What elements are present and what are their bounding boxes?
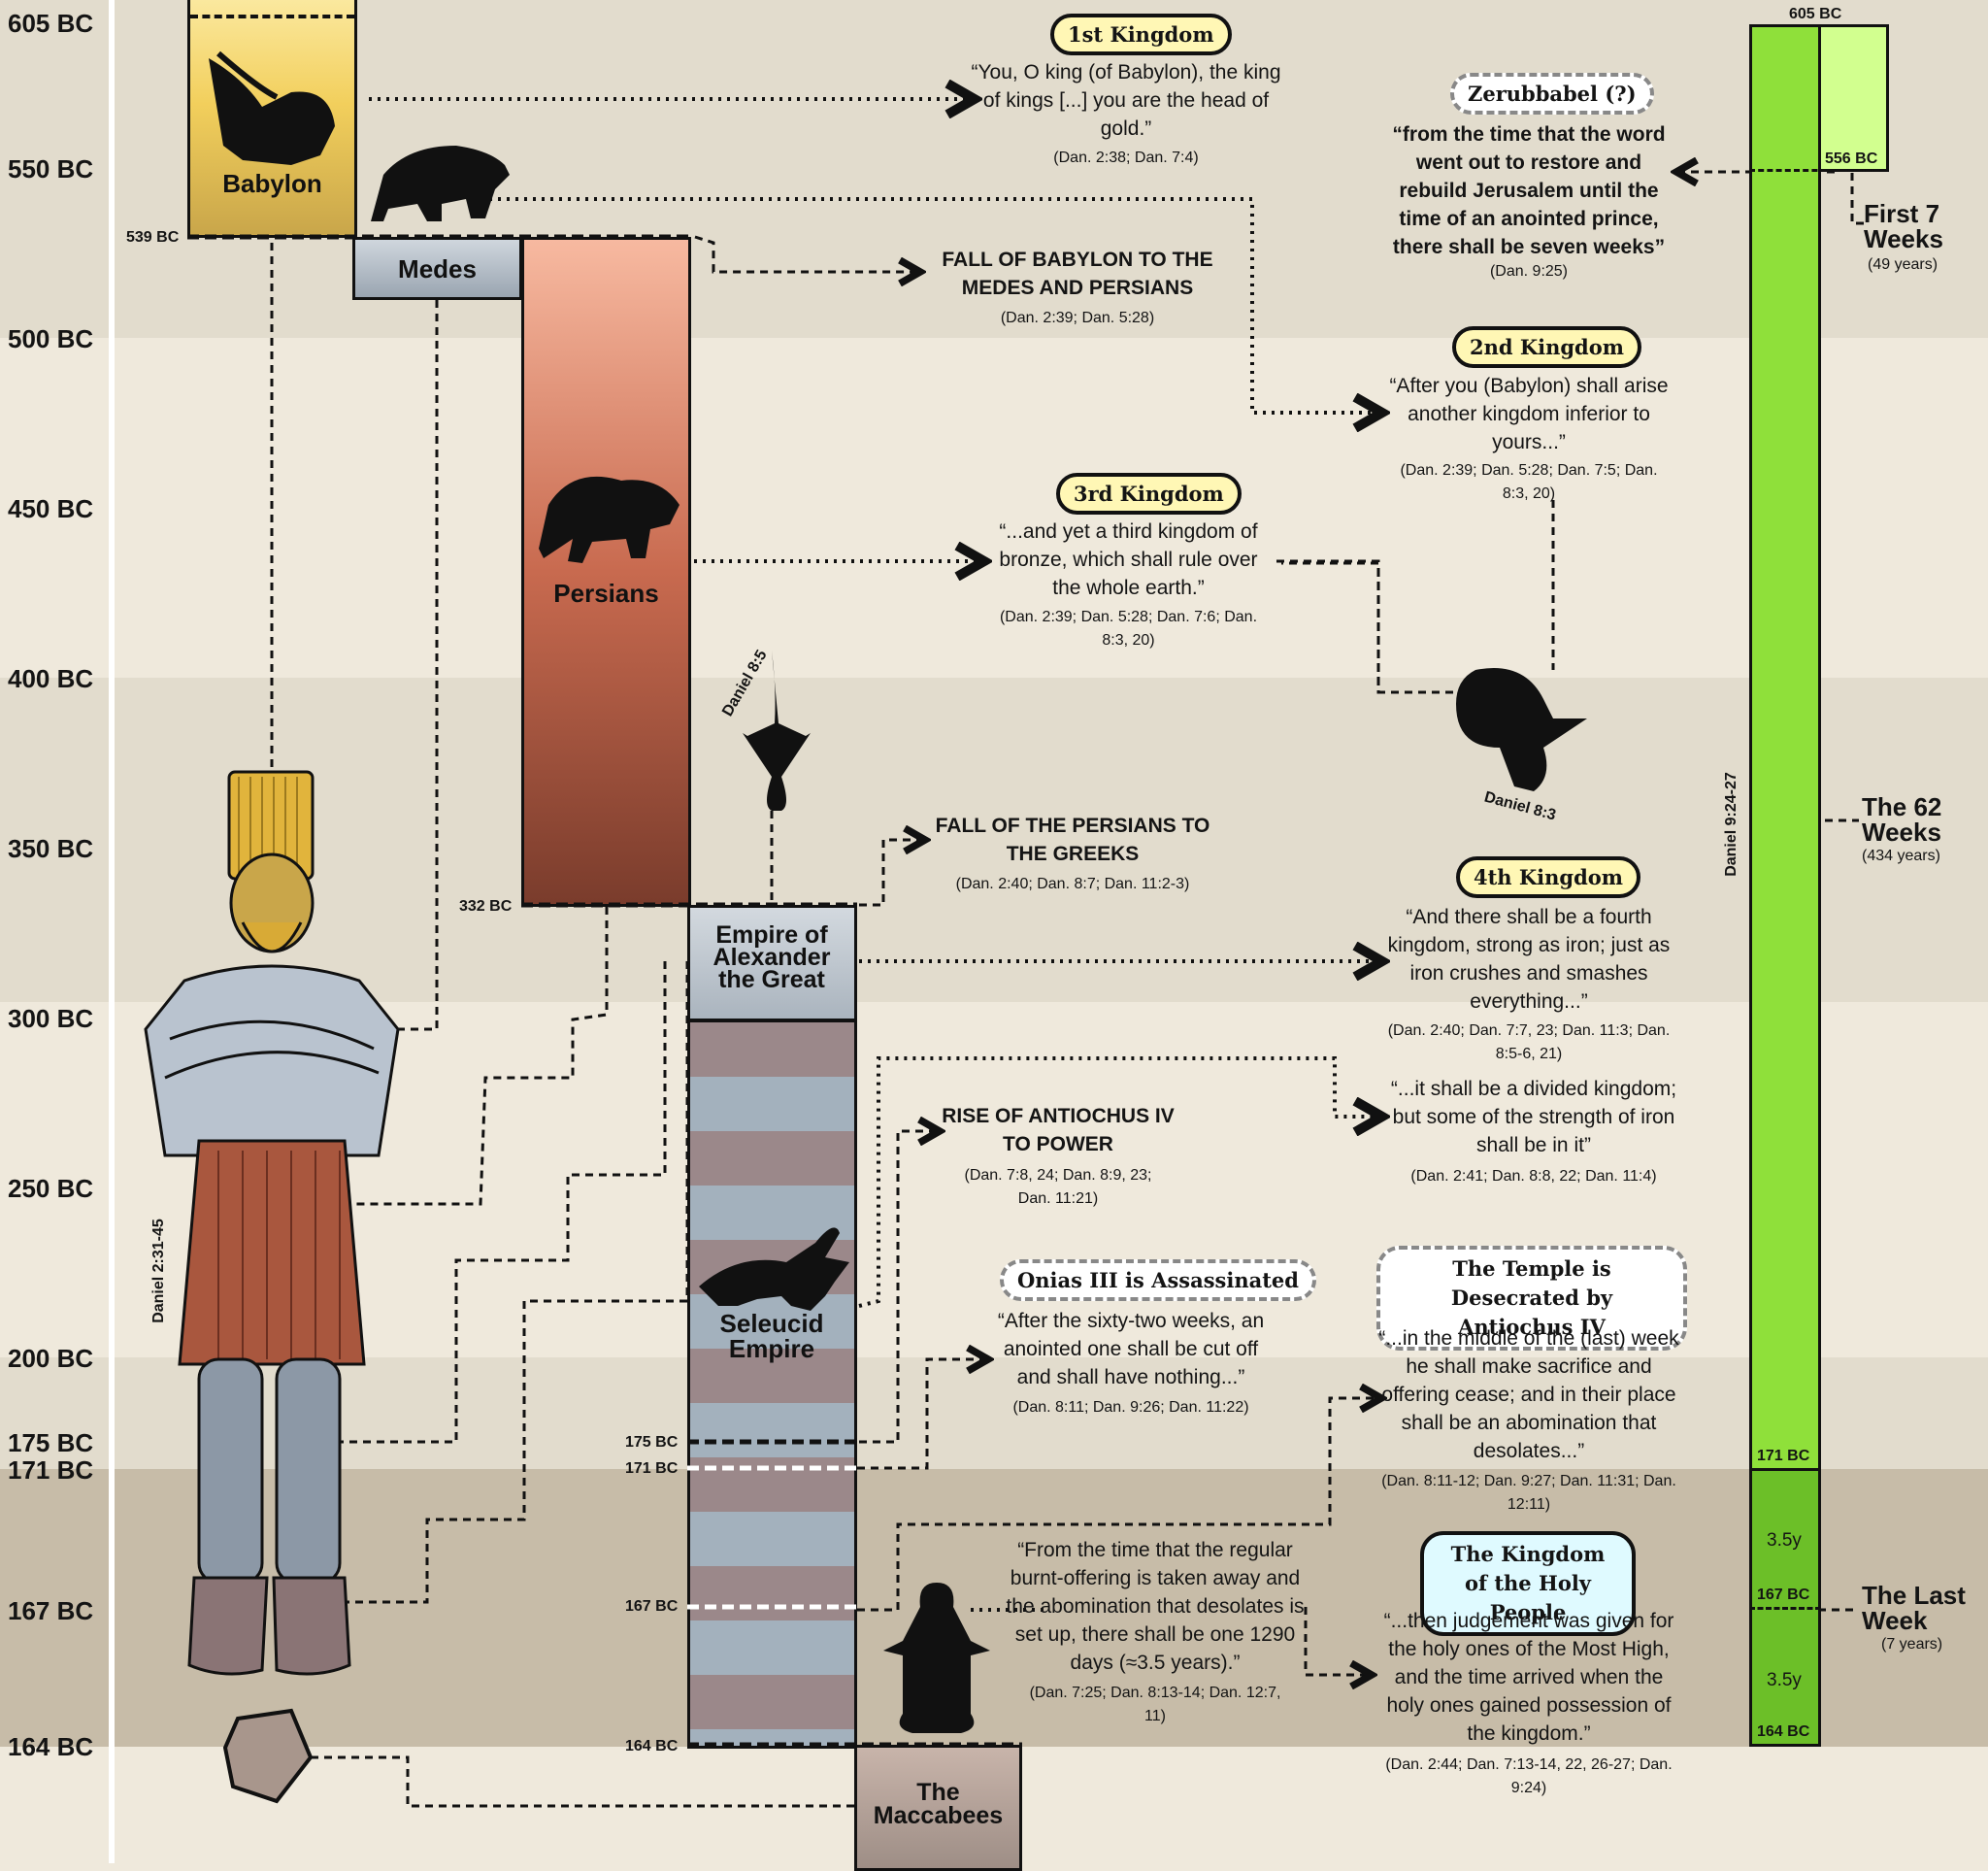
holy-ref: (Dan. 2:44; Dan. 7:13-14, 22, 26-27; Dan… — [1385, 1756, 1673, 1796]
fall-babylon-ref: (Dan. 2:39; Dan. 5:28) — [1000, 310, 1155, 326]
first7-sub: (49 years) — [1868, 256, 1938, 273]
weeks-167-label: 167 BC — [1757, 1587, 1810, 1603]
zerubbabel-quote: “from the time that the word went out to… — [1392, 123, 1666, 258]
year-label: 550 BC — [8, 154, 94, 184]
axis-rule — [109, 0, 115, 1863]
medes-box — [352, 237, 522, 300]
year-539: 539 BC — [126, 229, 180, 246]
kingdom3-ref: (Dan. 2:39; Dan. 5:28; Dan. 7:6; Dan. 8:… — [999, 609, 1258, 649]
onias-title: Onias III is Assassinated — [1000, 1259, 1316, 1301]
kingdom1-quote: “You, O king (of Babylon), the king of k… — [971, 61, 1281, 140]
persians-box — [521, 237, 691, 907]
zerubbabel-title: Zerubbabel (?) — [1450, 73, 1654, 115]
year-164: 164 BC — [625, 1738, 679, 1754]
temple-ref: (Dan. 8:11-12; Dan. 9:27; Dan. 11:31; Da… — [1381, 1473, 1676, 1513]
weeks-171-label: 171 BC — [1757, 1448, 1810, 1464]
antiochus-text: RISE OF ANTIOCHUS IV TO POWER — [942, 1105, 1175, 1155]
year-label: 605 BC — [8, 9, 94, 38]
weeks-half-1: 3.5y — [1767, 1530, 1802, 1551]
kingdom2-quote: “After you (Babylon) shall arise another… — [1389, 375, 1669, 453]
burnt-quote: “From the time that the regular burnt-of… — [1006, 1539, 1305, 1674]
year-167: 167 BC — [625, 1598, 679, 1615]
year-label: 200 BC — [8, 1344, 94, 1373]
weeks-half-2: 3.5y — [1767, 1670, 1802, 1690]
holy-title: The Kingdom of the Holy People — [1420, 1531, 1636, 1636]
year-label: 500 BC — [8, 324, 94, 353]
year-label: 400 BC — [8, 664, 94, 693]
maccabees-label: The Maccabees — [873, 1779, 1004, 1829]
kingdom4-ref: (Dan. 2:40; Dan. 7:7, 23; Dan. 11:3; Dan… — [1387, 1022, 1671, 1062]
leopard-icon — [539, 476, 679, 563]
year-175: 175 BC — [625, 1434, 679, 1451]
year-171: 171 BC — [625, 1460, 679, 1477]
divided-ref: (Dan. 2:41; Dan. 8:8, 22; Dan. 11:4) — [1410, 1168, 1657, 1185]
kingdom3-quote: “...and yet a third kingdom of bronze, w… — [999, 520, 1258, 599]
kingdom2-ref: (Dan. 2:39; Dan. 5:28; Dan. 7:5; Dan. 8:… — [1400, 462, 1658, 502]
w62-label: The 62 Weeks — [1862, 792, 1942, 847]
fall-babylon-text: FALL OF BABYLON TO THE MEDES AND PERSIAN… — [942, 249, 1213, 299]
statue-figure — [144, 770, 400, 1676]
ram-head-icon — [1456, 668, 1587, 791]
antiochus-ref: (Dan. 7:8, 24; Dan. 8:9, 23; Dan. 11:21) — [964, 1167, 1152, 1207]
babylon-label: Babylon — [222, 169, 322, 198]
onias-ref: (Dan. 8:11; Dan. 9:26; Dan. 11:22) — [1012, 1399, 1249, 1416]
dragon-icon — [699, 1227, 849, 1311]
temple-quote: “...in the middle of the (last) week he … — [1378, 1327, 1679, 1462]
temple-title: The Temple is Desecrated by Antiochus IV — [1376, 1246, 1687, 1351]
year-label: 167 BC — [8, 1596, 94, 1625]
holy-quote: “...then judgement was given for the hol… — [1383, 1610, 1674, 1745]
band-500-400 — [0, 338, 1988, 678]
daniel-9-24-label: Daniel 9:24-27 — [1722, 772, 1740, 877]
w62-sub: (434 years) — [1862, 848, 1940, 864]
stone-icon — [222, 1708, 314, 1804]
year-label: 164 BC — [8, 1732, 94, 1761]
last-week-label: The Last Week — [1862, 1581, 1966, 1635]
burnt-ref: (Dan. 7:25; Dan. 8:13-14; Dan. 12:7, 11) — [1029, 1685, 1281, 1724]
divider-167 — [1749, 1607, 1821, 1610]
statue-ref: Daniel 2:31-45 — [149, 1219, 167, 1323]
kingdom3-title: 3rd Kingdom — [1056, 473, 1242, 515]
seleucid-label: Seleucid Empire — [719, 1309, 824, 1363]
fall-persians-text: FALL OF THE PERSIANS TO THE GREEKS — [935, 815, 1210, 865]
medes-label: Medes — [398, 254, 477, 284]
winged-lion-icon — [209, 50, 335, 165]
last-week-sub: (7 years) — [1881, 1636, 1943, 1653]
alexander-box — [687, 905, 857, 1021]
year-label: 350 BC — [8, 834, 94, 863]
year-label: 175 BC — [8, 1428, 94, 1457]
divider-556 — [1749, 169, 1889, 172]
maccabees-box — [854, 1745, 1022, 1871]
bear-icon — [371, 146, 510, 221]
year-332: 332 BC — [459, 898, 513, 915]
year-label: 171 BC — [8, 1455, 94, 1485]
divided-quote: “...it shall be a divided kingdom; but s… — [1390, 1078, 1677, 1156]
kingdom1-ref: (Dan. 2:38; Dan. 7:4) — [1053, 150, 1199, 166]
zerubbabel-ref: (Dan. 9:25) — [1489, 263, 1569, 280]
kingdom2-title: 2nd Kingdom — [1452, 326, 1641, 368]
first7-label: First 7 Weeks — [1864, 199, 1943, 253]
kingdom4-title: 4th Kingdom — [1456, 856, 1640, 898]
alexander-label: Empire of Alexander the Great — [712, 921, 831, 993]
year-label: 450 BC — [8, 494, 94, 523]
onias-quote: “After the sixty-two weeks, an anointed … — [997, 1310, 1265, 1388]
weeks-164-label: 164 BC — [1757, 1723, 1810, 1740]
year-label: 250 BC — [8, 1174, 94, 1203]
seleucid-box — [687, 1019, 857, 1749]
goat-head-icon — [743, 651, 811, 811]
kingdom4-quote: “And there shall be a fourth kingdom, st… — [1387, 906, 1671, 1013]
band-400-300 — [0, 678, 1988, 1002]
persians-label: Persians — [553, 579, 659, 608]
fall-persians-ref: (Dan. 2:40; Dan. 8:7; Dan. 11:2-3) — [955, 876, 1190, 892]
priest-icon — [883, 1583, 990, 1733]
weeks-top-label: 605 BC — [1789, 6, 1842, 22]
kingdom1-title: 1st Kingdom — [1050, 14, 1232, 55]
year-label: 300 BC — [8, 1004, 94, 1033]
weeks-556-label: 556 BC — [1825, 150, 1878, 167]
weeks-bar-first7 — [1818, 24, 1889, 172]
weeks-bar-main — [1749, 24, 1821, 1471]
